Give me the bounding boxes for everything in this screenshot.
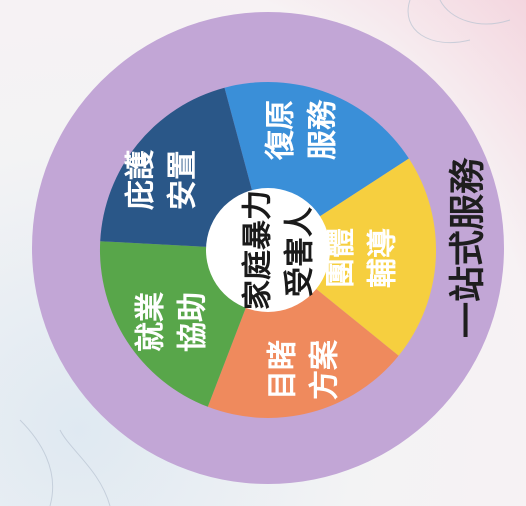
segment-5-label-line2: 安置	[166, 150, 201, 210]
segment-2-label-line2: 輔導	[366, 228, 401, 288]
center-label-line1: 家庭暴力	[241, 190, 276, 310]
center-label-line2: 受害人	[283, 207, 318, 297]
center-circle	[206, 188, 330, 312]
segment-1-label-line1: 復原	[264, 100, 299, 161]
segment-5-label-line1: 庇護	[124, 149, 159, 210]
segment-4-label-line2: 協助	[176, 292, 211, 352]
segment-1-label-line2: 服務	[306, 99, 341, 160]
segment-3-label-line2: 方案	[308, 339, 343, 400]
segment-3-label-line1: 目睹	[266, 340, 301, 400]
segments-group: 復原服務團體輔導目睹方案就業協助庇護安置	[99, 81, 437, 418]
segment-2	[268, 158, 437, 356]
segment-4-label-line1: 就業	[134, 292, 169, 352]
outer-ring-label: 一站式服務	[448, 157, 489, 338]
